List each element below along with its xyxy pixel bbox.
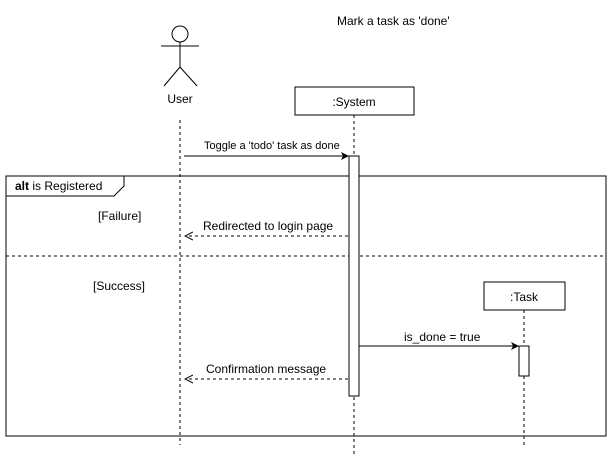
- task-activation-bar: [518, 345, 530, 377]
- user-actor-label: User: [167, 92, 193, 106]
- alt-fragment-label: alt is Registered: [15, 179, 102, 193]
- diagram-title: Mark a task as 'done': [337, 14, 450, 28]
- task-lifeline-box[interactable]: [483, 281, 566, 311]
- alt-fragment[interactable]: [5, 175, 607, 437]
- confirmation-message-label: Confirmation message: [206, 362, 327, 376]
- toggle-message-label: Toggle a 'todo' task as done: [204, 140, 340, 152]
- system-activation-bar: [348, 155, 360, 397]
- failure-guard: [Failure]: [98, 209, 142, 223]
- system-lifeline-box[interactable]: [294, 86, 415, 116]
- alt-keyword: alt: [15, 179, 30, 193]
- success-guard: [Success]: [93, 279, 146, 293]
- redirect-message-label: Redirected to login page: [203, 219, 334, 233]
- alt-fragment-tab: [5, 175, 125, 197]
- task-lifeline-label: :Task: [509, 290, 539, 304]
- alt-condition: is Registered: [32, 179, 103, 193]
- is-done-message-label: is_done = true: [404, 330, 481, 344]
- user-actor-icon: [161, 25, 199, 87]
- system-lifeline-label: :System: [332, 95, 376, 109]
